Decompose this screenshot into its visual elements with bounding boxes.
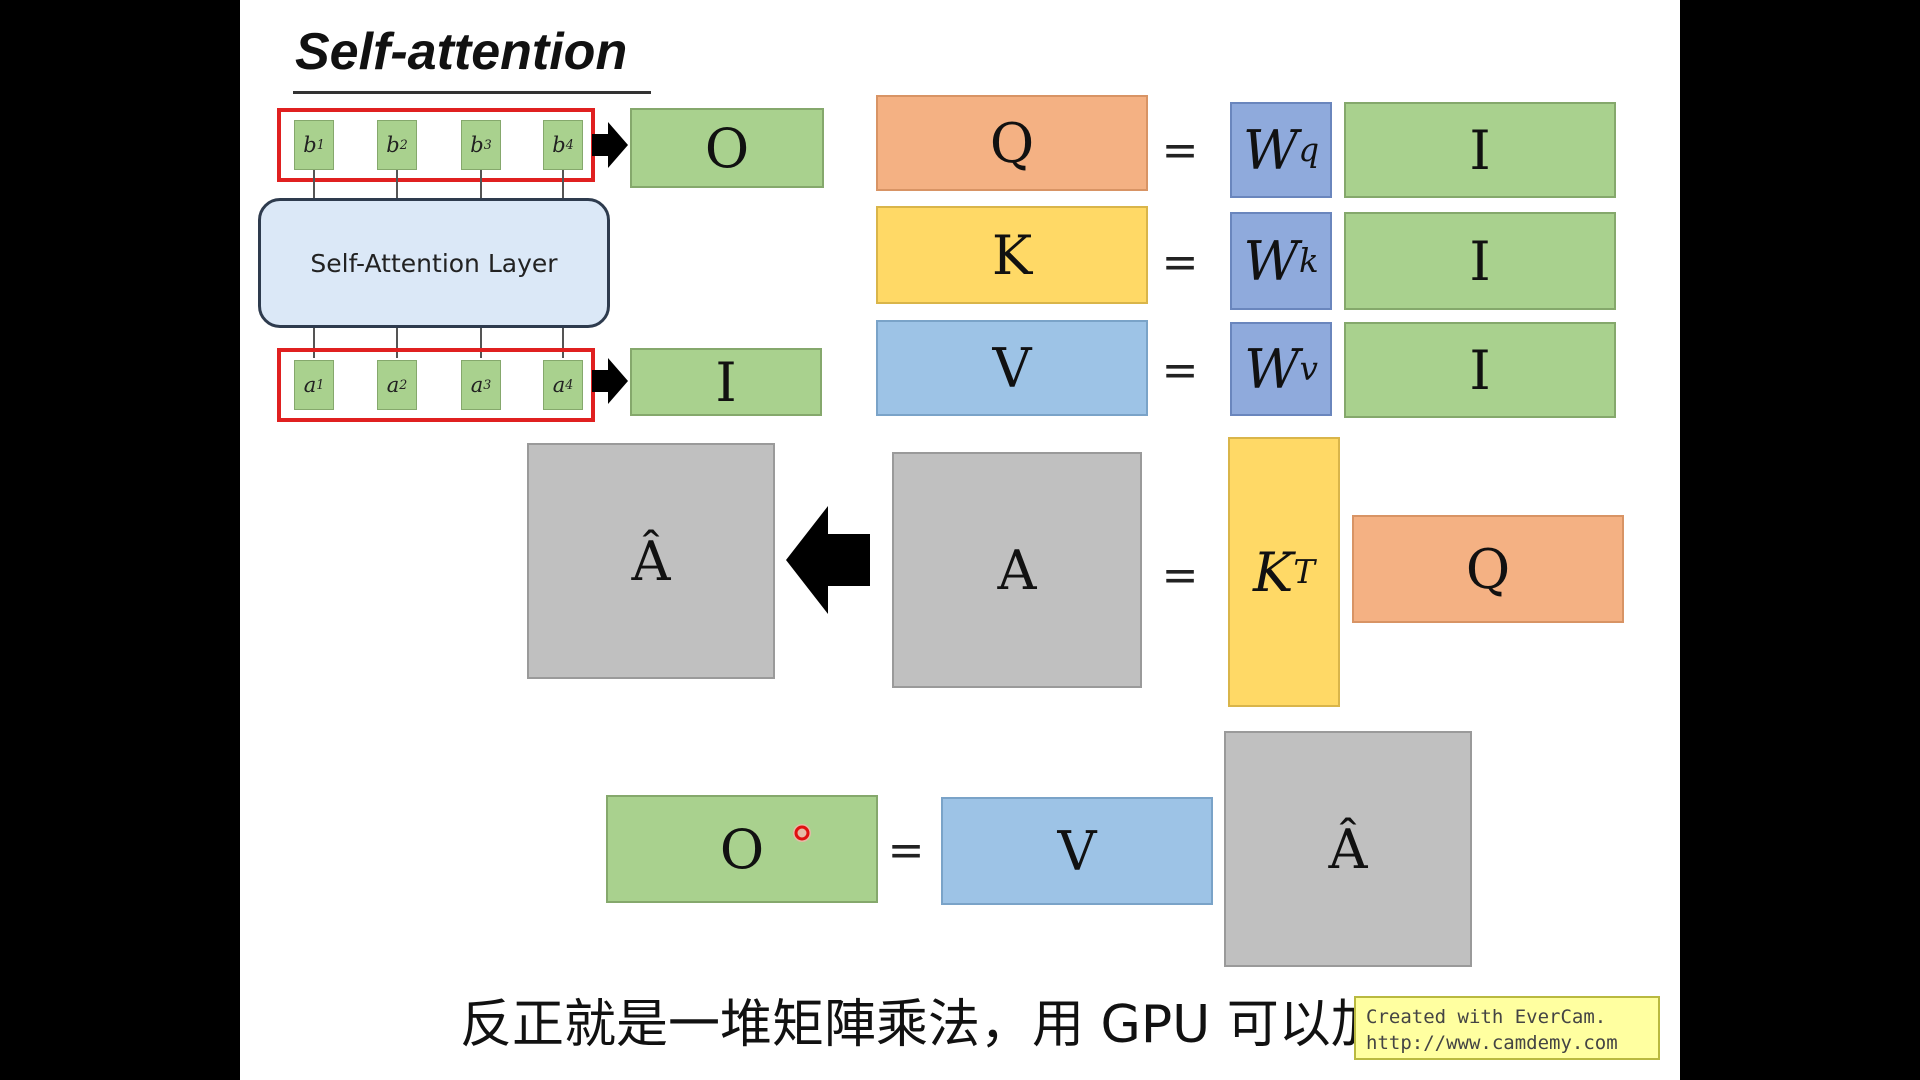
connector-line — [313, 170, 315, 198]
input-matrix-i: I — [630, 348, 822, 416]
output-matrix-o: O — [630, 108, 824, 188]
evercam-watermark: Created with EverCam. http://www.camdemy… — [1354, 996, 1660, 1060]
input-matrix-i-k: I — [1344, 212, 1616, 310]
input-matrix-i-q: I — [1344, 102, 1616, 198]
input-matrix-i-v: I — [1344, 322, 1616, 418]
value-matrix-v-product: V — [941, 797, 1213, 905]
watermark-line2: http://www.camdemy.com — [1366, 1032, 1618, 1054]
connector-line — [562, 328, 564, 358]
input-vector-a2-base: a — [386, 373, 400, 397]
attention-normalized-matrix-a-hat: Â — [527, 443, 775, 679]
title-underline — [293, 91, 651, 94]
cursor-dot-icon — [793, 824, 811, 842]
key-transpose-matrix-kt-base: K — [1253, 540, 1294, 604]
connector-line — [480, 170, 482, 198]
output-vector-b4-base: b — [552, 133, 566, 157]
input-vector-a4-base: a — [552, 373, 566, 397]
output-vector-b2-base: b — [386, 133, 400, 157]
value-matrix-v: V — [876, 320, 1148, 416]
connector-line — [480, 328, 482, 358]
weight-matrix-wq-base: W — [1242, 118, 1299, 182]
slide-title: Self-attention — [295, 23, 628, 81]
self-attention-layer: Self-Attention Layer — [258, 198, 610, 328]
weight-matrix-wk-base: W — [1243, 229, 1299, 293]
equals-sign: = — [1161, 344, 1199, 396]
input-vector-a3-base: a — [470, 373, 484, 397]
key-matrix-k: K — [876, 206, 1148, 304]
self-attention-layer-label: Self-Attention Layer — [310, 248, 558, 278]
input-vector-a1-base: a — [303, 373, 317, 397]
connector-line — [562, 170, 564, 198]
weight-matrix-wv-base: W — [1244, 337, 1300, 401]
watermark-line1: Created with EverCam. — [1366, 1006, 1607, 1028]
equals-sign: = — [887, 824, 925, 876]
output-vector-b3-base: b — [470, 133, 484, 157]
right-arrow-icon — [592, 122, 628, 168]
connector-line — [313, 328, 315, 358]
connector-line — [396, 170, 398, 198]
equals-sign: = — [1161, 124, 1199, 176]
query-matrix-q-product: Q — [1352, 515, 1624, 623]
attention-normalized-matrix-a-hat-product: Â — [1224, 731, 1472, 967]
right-arrow-icon — [592, 358, 628, 404]
attention-matrix-a: A — [892, 452, 1142, 688]
left-arrow-icon — [786, 506, 870, 614]
query-matrix-q: Q — [876, 95, 1148, 191]
output-vector-b1-base: b — [303, 133, 317, 157]
equals-sign: = — [1161, 236, 1199, 288]
connector-line — [396, 328, 398, 358]
subtitle-caption: 反正就是一堆矩陣乘法，用 GPU 可以加速 — [460, 995, 1435, 1055]
equals-sign: = — [1161, 549, 1199, 601]
output-matrix-o-result: O — [606, 795, 878, 903]
